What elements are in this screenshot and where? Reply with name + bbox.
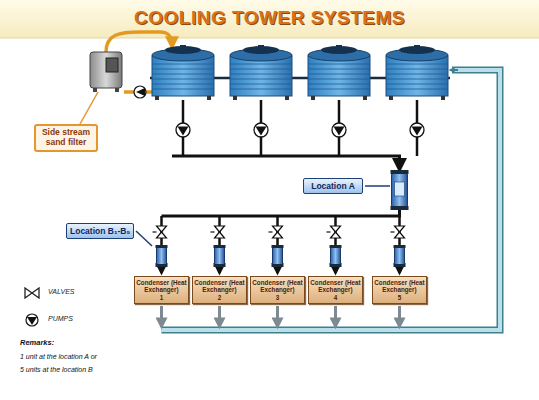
node-text: Side stream sand filter <box>39 128 93 148</box>
condenser-box: Condenser (Heat Exchanger)5 <box>372 276 427 304</box>
distribution-header <box>162 208 400 216</box>
node-text: Location B₁-B₅ <box>70 226 130 236</box>
cooling-tower <box>230 45 292 137</box>
valve-symbol <box>153 226 167 238</box>
cooling-tower <box>386 45 448 137</box>
node-number: 5 <box>374 294 425 301</box>
condenser-box: Condenser (Heat Exchanger)3 <box>250 276 305 304</box>
note-text: 5 units at the location B <box>20 366 93 373</box>
outlet-pipe <box>398 306 401 327</box>
valve-symbol <box>327 226 341 238</box>
valve-legend-symbol <box>25 288 39 298</box>
node-text: Condenser (Heat Exchanger) <box>252 279 303 293</box>
pump-symbol <box>332 123 346 137</box>
valve-symbol <box>391 226 405 238</box>
node-text: Condenser (Heat Exchanger) <box>136 279 187 293</box>
pipe-network <box>80 32 500 330</box>
node-text: Condenser (Heat Exchanger) <box>374 279 425 293</box>
return-pipe-outline <box>162 70 501 330</box>
node-number: 3 <box>252 294 303 301</box>
node-number: 1 <box>136 294 187 301</box>
band-rule <box>0 38 539 39</box>
outlet-pipe <box>276 306 279 327</box>
outlet-pipe <box>218 306 221 327</box>
meter-device <box>214 245 226 267</box>
supply-header <box>172 156 400 170</box>
location-callout: Location B₁-B₅ <box>66 223 134 239</box>
pump-symbol <box>176 123 190 137</box>
meter-device <box>394 245 406 267</box>
legend-text: VALVES <box>48 288 74 295</box>
node-text: Location A <box>307 181 359 191</box>
pump-symbol <box>410 123 424 137</box>
cooling-tower <box>152 45 214 137</box>
node-number: 4 <box>310 294 361 301</box>
sand-filter <box>90 52 122 92</box>
pump-legend-symbol <box>26 314 38 326</box>
meter-device <box>272 245 284 267</box>
node-text: Condenser (Heat Exchanger) <box>310 279 361 293</box>
valve-symbol <box>269 226 283 238</box>
side-stream-pipe <box>106 32 172 52</box>
return-pipe <box>162 70 501 330</box>
outlet-pipe <box>334 306 337 327</box>
meter-device <box>330 245 342 267</box>
leader-line <box>136 231 152 246</box>
node-number: 2 <box>194 294 245 301</box>
outlet-pipe <box>160 306 163 327</box>
meter-device <box>391 170 409 210</box>
pump-symbol <box>134 86 146 98</box>
return-arrow <box>451 69 458 71</box>
equipment <box>90 45 448 267</box>
title-band <box>0 0 539 38</box>
remarks-heading: Remarks: <box>20 338 54 347</box>
location-callout: Location A <box>303 178 363 194</box>
note-text: 1 unit at the location A or <box>20 353 97 360</box>
diagram-title: COOLING TOWER SYSTEMS <box>0 7 539 29</box>
callout-box: Side stream sand filter <box>34 124 98 152</box>
meter-device <box>156 245 168 267</box>
pump-symbol <box>254 123 268 137</box>
condenser-box: Condenser (Heat Exchanger)2 <box>192 276 247 304</box>
condenser-box: Condenser (Heat Exchanger)1 <box>134 276 189 304</box>
leader-line <box>80 92 98 124</box>
node-text: Condenser (Heat Exchanger) <box>194 279 245 293</box>
valve-symbol <box>211 226 225 238</box>
legend-text: PUMPS <box>48 315 73 322</box>
leader-line <box>365 185 390 187</box>
cooling-tower <box>308 45 370 137</box>
condenser-box: Condenser (Heat Exchanger)4 <box>308 276 363 304</box>
